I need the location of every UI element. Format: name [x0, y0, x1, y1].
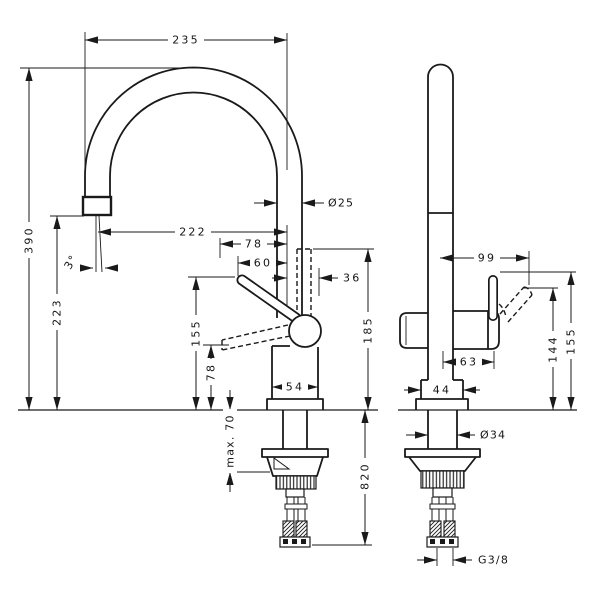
- dim-spray-angle-3deg: 3°: [62, 252, 81, 271]
- dim-lever-down-height-78: 78: [204, 359, 218, 385]
- dim-label-hose-length: 820: [359, 462, 372, 490]
- base-side: [415, 379, 469, 410]
- dim-label-lever-down-offset: 78: [245, 238, 263, 251]
- dim-lever-tilted-height-144: 144: [546, 331, 560, 367]
- side-view-faucet: [399, 63, 533, 548]
- dim-label-lever-tilted-height: 144: [547, 335, 560, 363]
- dim-label-outlet-reach: 222: [179, 226, 207, 239]
- handle-lever-side-tilted: [498, 286, 533, 323]
- front-view-dimension-lines: [20, 32, 374, 546]
- dim-label-lever-axis-offset: 63: [460, 356, 478, 369]
- dim-lever-up-offset-60: 60: [250, 256, 276, 270]
- dim-lever-top-height-155-front: 155: [189, 315, 203, 351]
- mounting-nut: [275, 475, 317, 490]
- front-view-faucet: [81, 66, 329, 548]
- dim-max-counter-70: max. 70: [223, 409, 237, 473]
- side-view-dimension-labels: 99 63 144 155 44 Ø34 G3/8: [429, 251, 578, 567]
- body-column: [266, 345, 324, 410]
- dim-label-lever-up-offset: 60: [254, 257, 272, 270]
- dim-label-lever-down-height: 78: [205, 363, 218, 381]
- base-plate: [266, 398, 324, 410]
- dim-base-depth-44: 44: [429, 383, 455, 397]
- dim-total-height-390: 390: [22, 222, 36, 258]
- dim-body-width-54: 54: [282, 380, 308, 394]
- dim-label-lever-top-height-side: 155: [565, 327, 578, 355]
- dim-lever-down-offset-78: 78: [241, 237, 267, 251]
- dim-label-shank-diameter: Ø34: [480, 429, 506, 442]
- mounting-flange: [261, 448, 329, 458]
- dim-outlet-port-height-185: 185: [361, 312, 375, 348]
- dim-hose-length-820: 820: [358, 458, 372, 494]
- dim-lever-axis-offset-63: 63: [456, 355, 482, 369]
- spout-tube-side: [427, 63, 454, 380]
- dim-label-lever-reach: 99: [478, 252, 496, 265]
- mounting-wedge: [273, 457, 291, 470]
- front-view-dimension-labels: 235 390 223 222 Ø25 78 60 36 185: [22, 33, 375, 494]
- dim-label-reach: 235: [172, 34, 200, 47]
- dim-lever-top-height-155-side: 155: [564, 323, 578, 359]
- dim-label-total-height: 390: [23, 226, 36, 254]
- supply-hoses-front: [279, 497, 311, 548]
- dim-label-spray-angle: 3°: [62, 252, 81, 271]
- mounting-flange-side: [404, 448, 481, 458]
- dim-reach-235: 235: [168, 33, 204, 47]
- handle-lever: [236, 274, 302, 324]
- dim-label-outlet-port-height: 185: [362, 316, 375, 344]
- dim-outlet-reach-222: 222: [175, 225, 211, 239]
- handle-joint-sphere: [288, 314, 322, 348]
- dim-label-base-depth: 44: [433, 384, 451, 397]
- handle-collar-knob: [399, 312, 428, 349]
- dim-label-spout-outlet-height: 223: [51, 298, 64, 326]
- mounting-nut-side: [420, 470, 465, 489]
- spout-arc: [81, 66, 303, 318]
- dim-label-body-width: 54: [286, 381, 304, 394]
- dim-label-handle-clearance: 36: [343, 272, 361, 285]
- dim-label-connection-thread: G3/8: [478, 554, 509, 567]
- dim-label-lever-top-height-front: 155: [190, 319, 203, 347]
- supply-hoses-side: [426, 497, 459, 548]
- under-counter-assembly-side: [404, 410, 481, 548]
- aerator: [81, 195, 113, 217]
- under-counter-assembly-front: [261, 410, 329, 548]
- dim-label-spout-diameter: Ø25: [328, 197, 354, 210]
- dim-spout-outlet-height-223: 223: [50, 294, 64, 330]
- hidden-outlet-tube: [296, 248, 312, 316]
- handle-lever-down-position: [221, 324, 291, 351]
- dim-label-max-counter: max. 70: [224, 414, 237, 467]
- dim-lever-reach-99: 99: [474, 251, 500, 265]
